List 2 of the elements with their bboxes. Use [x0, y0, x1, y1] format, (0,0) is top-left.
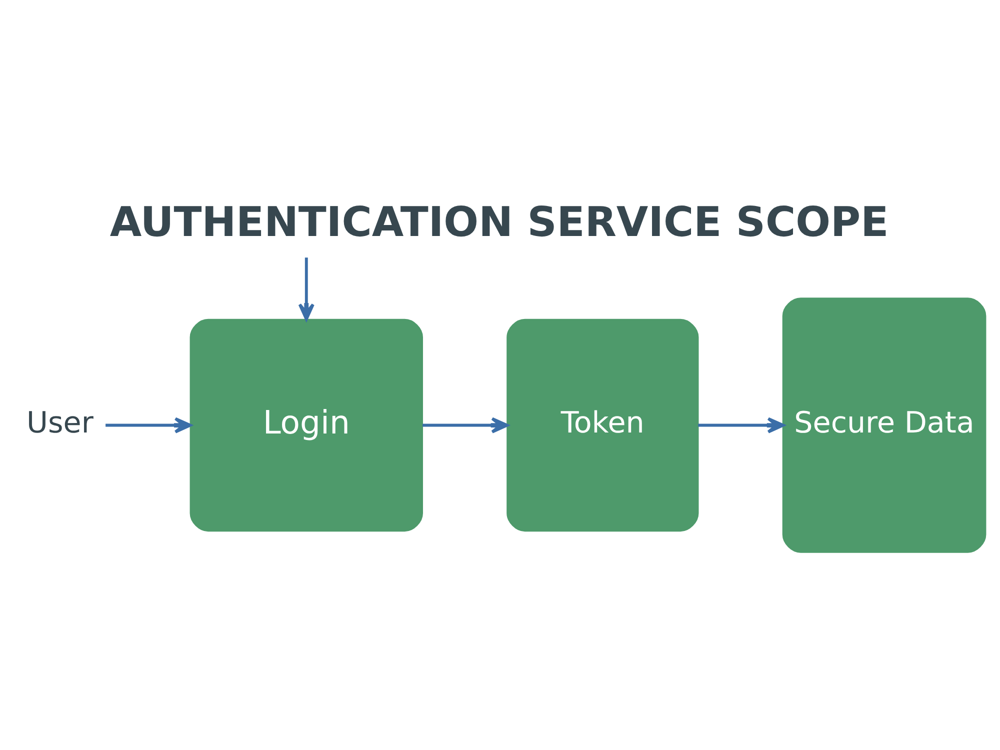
node-text: User [26, 405, 94, 440]
diagram-title: AUTHENTICATION SERVICE SCOPE [110, 198, 889, 246]
